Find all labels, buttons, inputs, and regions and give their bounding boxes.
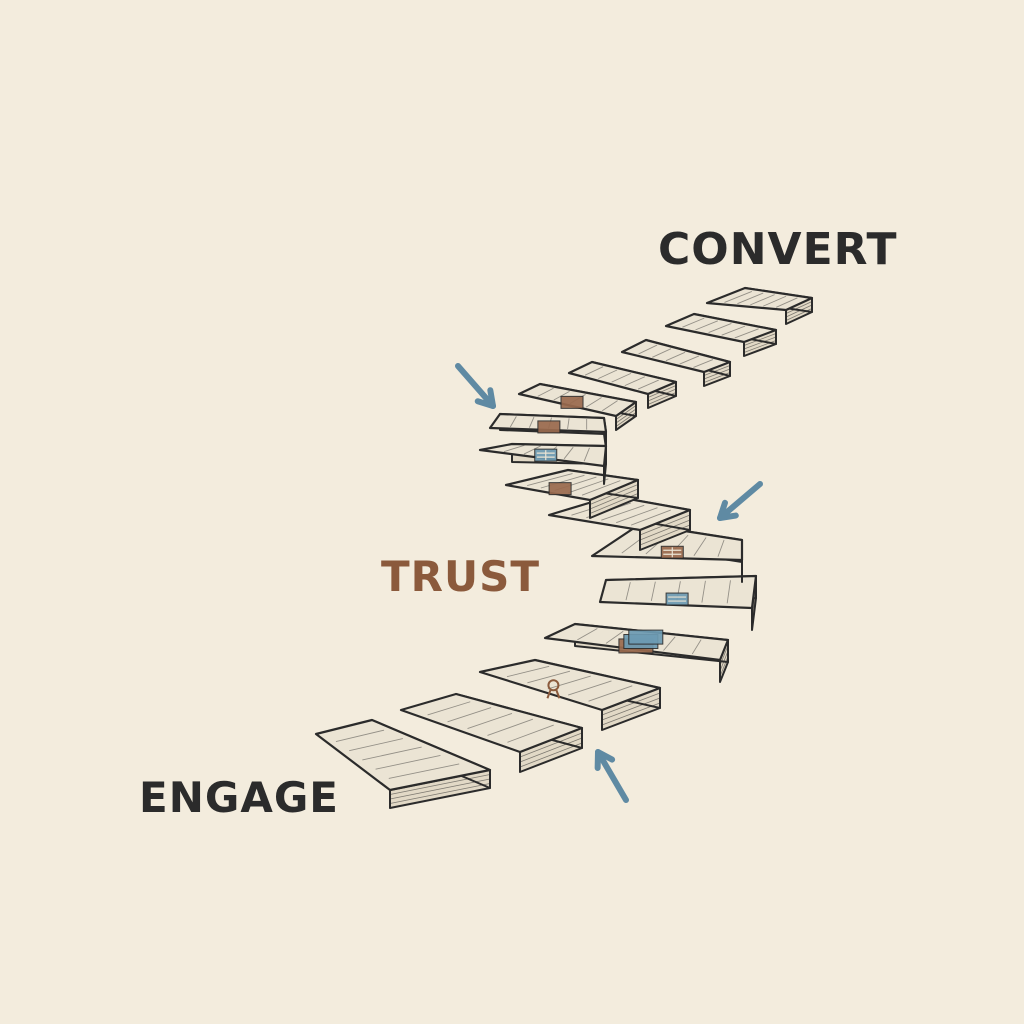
brown-block-icon xyxy=(548,482,572,496)
step-14 xyxy=(664,312,778,357)
blue-block-icon xyxy=(628,629,664,645)
blue-list-icon xyxy=(665,592,689,606)
step-11 xyxy=(517,382,638,431)
step-sketch-lines xyxy=(427,701,554,743)
step-edge-hatching xyxy=(589,484,639,514)
step-12 xyxy=(567,360,678,409)
step-2 xyxy=(399,692,584,773)
step-edge-hatching xyxy=(639,514,691,546)
step-edge-hatching xyxy=(719,645,729,677)
step-edge-hatching xyxy=(519,732,583,768)
stage-label-trust: TRUST xyxy=(381,552,540,601)
step-15 xyxy=(705,286,814,325)
step-4 xyxy=(543,622,730,683)
step-sketch-lines xyxy=(506,665,633,702)
brown-grid-icon xyxy=(660,545,684,559)
step-edge-hatching xyxy=(389,774,491,804)
step-edge-hatching xyxy=(703,365,731,383)
step-sketch-lines xyxy=(335,729,460,779)
brown-block-icon xyxy=(537,420,561,434)
step-10 xyxy=(488,412,608,449)
step-sketch-lines xyxy=(724,290,798,308)
step-sketch-lines xyxy=(682,317,759,339)
stage-label-engage: ENGAGE xyxy=(139,773,339,822)
step-edge-hatching xyxy=(785,301,813,321)
step-edge-hatching xyxy=(743,333,777,353)
arrow-icon-bottom xyxy=(594,749,629,803)
step-5 xyxy=(598,574,758,631)
step-sketch-lines xyxy=(584,366,659,390)
step-13 xyxy=(620,338,732,387)
step-edge-hatching xyxy=(647,385,677,405)
stage-label-convert: CONVERT xyxy=(658,224,898,275)
arrow-icon-upper-left xyxy=(455,363,496,409)
blue-grid-icon xyxy=(534,448,558,462)
step-edge-hatching xyxy=(615,405,637,427)
arrow-icon-right xyxy=(717,481,763,521)
step-1 xyxy=(314,718,492,809)
arrows-layer xyxy=(455,363,763,803)
ribbon-icon xyxy=(546,679,561,699)
step-9 xyxy=(478,442,608,485)
step-sketch-lines xyxy=(638,344,714,368)
brown-block-icon xyxy=(560,395,584,409)
steps-layer xyxy=(314,286,814,809)
step-3 xyxy=(478,658,662,731)
step-edge-hatching xyxy=(601,692,661,726)
